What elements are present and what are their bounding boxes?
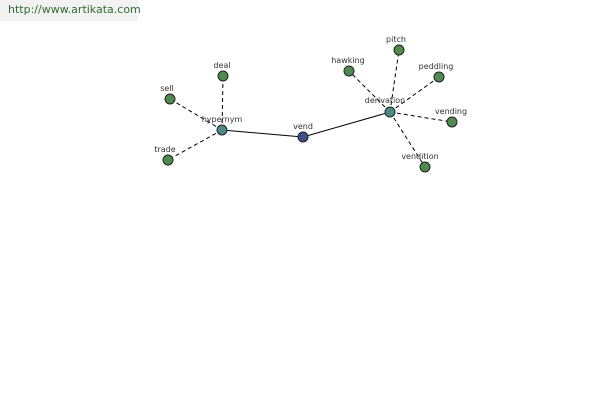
site-url-link[interactable]: http://www.artikata.com (0, 0, 141, 21)
node-trade[interactable] (162, 154, 174, 166)
nodes-layer (162, 44, 458, 173)
node-vending[interactable] (446, 116, 458, 128)
node-deal[interactable] (217, 70, 229, 82)
edge-hypernym-deal (221, 75, 224, 131)
node-label-peddling: peddling (419, 62, 454, 71)
node-label-trade: trade (154, 145, 175, 154)
edge-derivation-hawking (348, 70, 391, 113)
edge-vend-hypernym (221, 129, 304, 138)
node-label-vending: vending (435, 107, 467, 116)
node-peddling[interactable] (433, 71, 445, 83)
node-label-vend: vend (293, 122, 313, 131)
edge-derivation-vendition (389, 111, 426, 168)
node-label-derivation: derivation (365, 96, 405, 105)
node-label-sell: sell (160, 84, 174, 93)
node-derivation[interactable] (384, 106, 396, 118)
edge-vend-derivation (302, 111, 391, 138)
node-label-hawking: hawking (331, 56, 365, 65)
node-label-hypernym: hypernym (202, 115, 243, 124)
edge-hypernym-trade (167, 129, 223, 161)
node-label-deal: deal (213, 61, 230, 70)
edge-derivation-peddling (389, 76, 440, 113)
node-vendition[interactable] (419, 161, 431, 173)
node-vend[interactable] (297, 131, 309, 143)
node-label-vendition: vendition (401, 152, 438, 161)
edges-layer (167, 49, 453, 168)
node-sell[interactable] (164, 93, 176, 105)
edge-derivation-pitch (389, 49, 400, 113)
node-hawking[interactable] (343, 65, 355, 77)
edge-hypernym-sell (169, 98, 223, 131)
node-label-pitch: pitch (386, 35, 406, 44)
node-hypernym[interactable] (216, 124, 228, 136)
labels-layer: vend hypernym derivation deal sell trade hawki… (154, 35, 467, 161)
edge-derivation-vending (389, 111, 453, 123)
node-pitch[interactable] (393, 44, 405, 56)
